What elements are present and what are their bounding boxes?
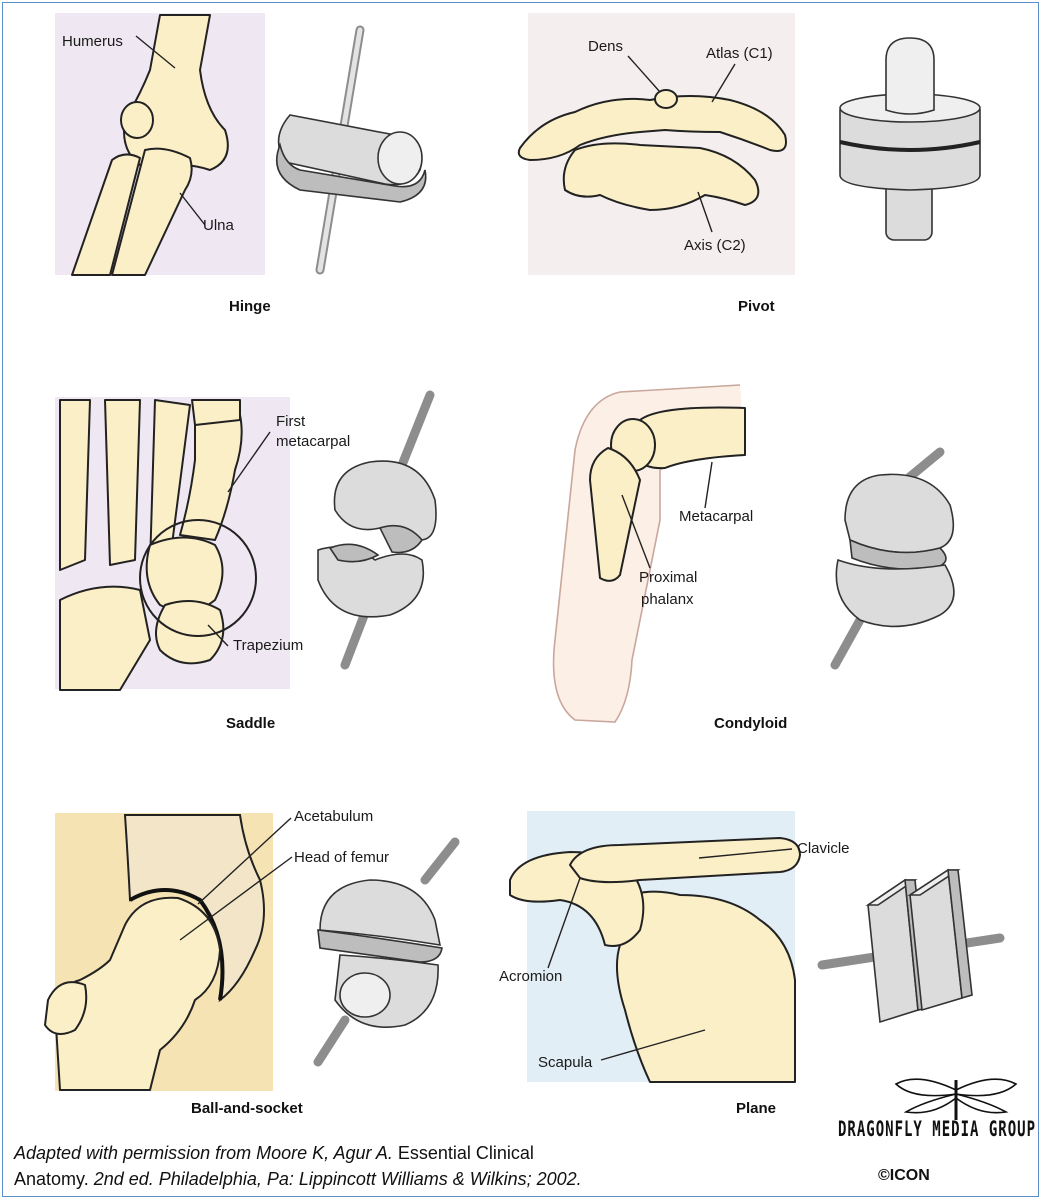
- icon-logo-text: ©ICON: [878, 1167, 930, 1185]
- logo-text: DRAGONFLY MEDIA GROUP: [838, 1118, 1036, 1142]
- caption-ball-and-socket: Ball-and-socket: [191, 1100, 303, 1117]
- caption-plane: Plane: [736, 1100, 776, 1117]
- credit-italic-2: 2nd ed. Philadelphia, Pa: Lippincott Wil…: [94, 1169, 582, 1189]
- label-acromion: Acromion: [499, 968, 562, 985]
- credit-normal-1: Essential Clinical: [398, 1143, 534, 1163]
- label-clavicle: Clavicle: [797, 840, 850, 857]
- label-scapula: Scapula: [538, 1054, 592, 1071]
- plane-illustration: [0, 0, 1043, 1100]
- credit-normal-2: Anatomy.: [14, 1169, 89, 1189]
- dragonfly-media-group-logo: DRAGONFLY MEDIA GROUP ©ICON: [838, 1072, 1038, 1197]
- source-credit: Adapted with permission from Moore K, Ag…: [14, 1140, 582, 1192]
- credit-italic-1: Adapted with permission from Moore K, Ag…: [14, 1143, 393, 1163]
